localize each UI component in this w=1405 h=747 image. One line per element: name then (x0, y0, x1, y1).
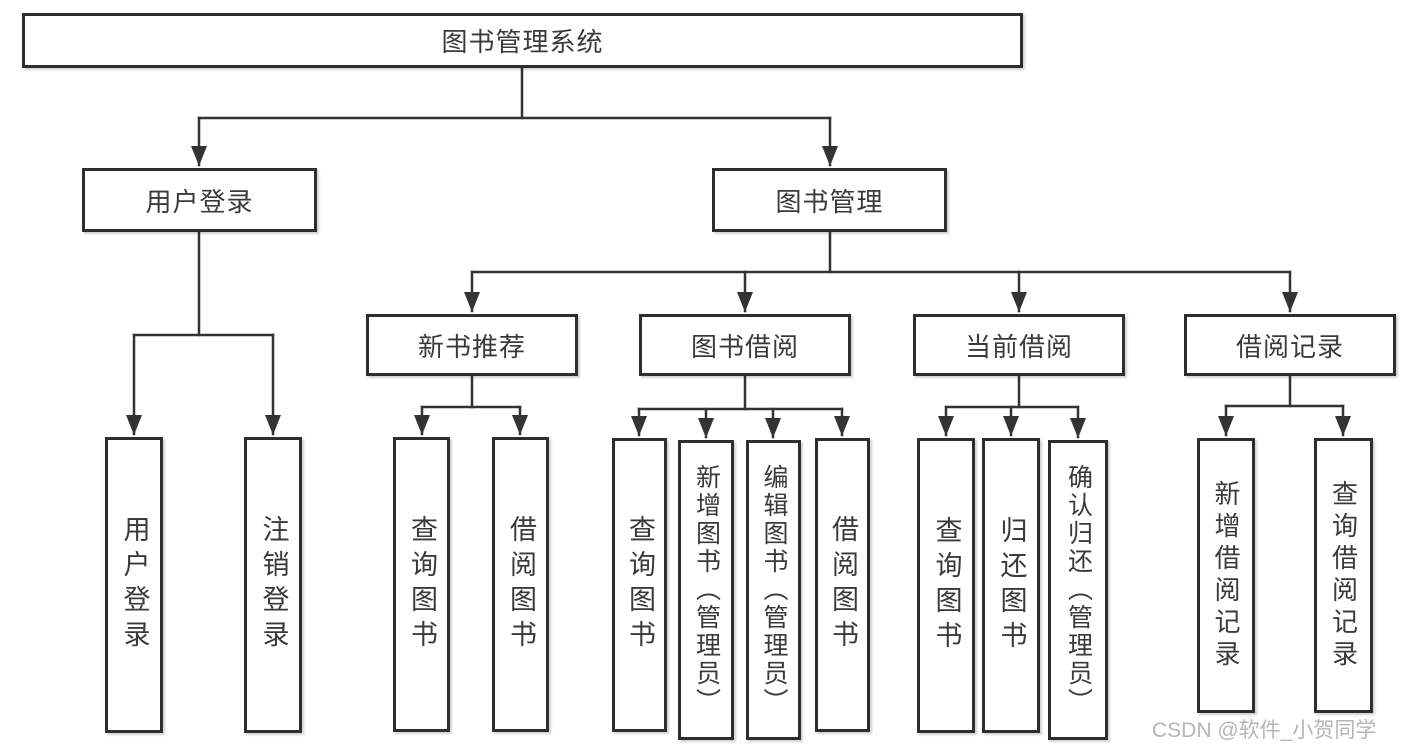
leaf-logout: 注销登录 (244, 437, 302, 733)
node-label: 借阅图书 (506, 514, 536, 655)
node-label: 确认归还（管理员） (1064, 464, 1093, 716)
leaf-query-book-current: 查询图书 (917, 438, 975, 733)
node-label: 新增图书（管理员） (692, 464, 721, 716)
leaf-query-book-recommend: 查询图书 (393, 437, 450, 732)
node-label: 归还图书 (996, 515, 1027, 656)
leaf-edit-book-admin: 编辑图书（管理员） (746, 440, 801, 740)
node-label: 借阅记录 (1235, 331, 1344, 362)
leaf-return-book: 归还图书 (982, 438, 1040, 733)
leaf-add-book-admin: 新增图书（管理员） (678, 440, 734, 740)
node-label: 编辑图书（管理员） (760, 464, 788, 716)
connectors (126, 66, 1351, 439)
leaf-add-borrow-record: 新增借阅记录 (1197, 438, 1255, 713)
node-label: 用户登录 (119, 515, 150, 655)
node-label: 当前借阅 (964, 331, 1073, 362)
node-label: 查询图书 (931, 515, 962, 656)
node-label: 用户登录 (145, 186, 254, 217)
node-label: 借阅图书 (828, 515, 858, 655)
leaf-user-login: 用户登录 (105, 437, 163, 733)
node-label: 注销登录 (258, 515, 289, 655)
node-book-management: 图书管理 (712, 168, 947, 232)
node-label: 查询借阅记录 (1328, 479, 1359, 672)
node-current-borrow: 当前借阅 (913, 314, 1125, 376)
node-user-login: 用户登录 (82, 168, 317, 232)
csdn-watermark: CSDN @软件_小贺同学 (1152, 719, 1377, 742)
leaf-confirm-return-admin: 确认归还（管理员） (1048, 440, 1108, 740)
node-label: 新书推荐 (417, 331, 526, 362)
leaf-borrow-book: 借阅图书 (815, 438, 870, 732)
leaf-borrow-book-recommend: 借阅图书 (492, 437, 549, 732)
node-label: 图书借阅 (690, 331, 799, 362)
node-label: 新增借阅记录 (1211, 479, 1241, 672)
leaf-query-book-borrow: 查询图书 (612, 438, 667, 732)
node-label: 查询图书 (407, 514, 437, 655)
node-label: 查询图书 (625, 515, 655, 655)
node-book-borrow: 图书借阅 (639, 314, 851, 376)
node-label: 图书管理 (775, 186, 884, 217)
node-label: 图书管理系统 (441, 27, 604, 57)
node-borrow-records: 借阅记录 (1184, 314, 1396, 376)
node-root: 图书管理系统 (22, 13, 1023, 68)
node-new-book-recommend: 新书推荐 (366, 314, 578, 376)
leaf-query-borrow-record: 查询借阅记录 (1314, 438, 1373, 713)
